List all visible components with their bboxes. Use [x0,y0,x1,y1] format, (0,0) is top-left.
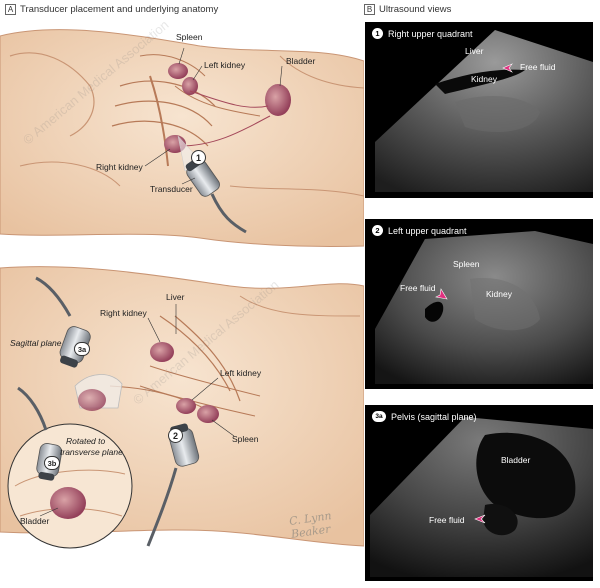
us3a-title-text: Pelvis (sagittal plane) [391,411,477,422]
ultrasound-view-1: 1 Right upper quadrant Liver Kidney Free… [365,22,593,198]
label-spleen-bottom: Spleen [232,434,259,444]
ultrasound-view-2: 2 Left upper quadrant Spleen Kidney Free… [365,219,593,389]
transducer-number-2: 2 [168,428,183,443]
transducer-number-3b: 3b [44,456,60,470]
ultrasound-image-1 [375,30,593,192]
panel-b-title: Ultrasound views [379,4,452,15]
us3a-number: 3a [372,411,386,422]
label-spleen-top: Spleen [176,32,203,42]
label-bladder-top: Bladder [286,56,316,66]
label-transducer: Transducer [150,184,193,194]
us2-label-free-fluid: Free fluid [400,283,436,293]
transducer-number-1: 1 [191,150,206,165]
us2-number: 2 [372,225,383,236]
us3a-label-bladder: Bladder [501,455,531,465]
top-body [0,29,364,248]
us2-title-text: Left upper quadrant [388,225,467,236]
us2-label-kidney: Kidney [486,289,512,299]
panel-a-letter: A [5,4,16,15]
panel-a-header: A Transducer placement and underlying an… [5,4,218,15]
us1-label-free-fluid: Free fluid [520,62,556,72]
label-sagittal-plane: Sagittal plane [10,338,62,348]
label-left-kidney-top: Left kidney [204,60,246,70]
ultrasound-image-3a [370,417,593,577]
label-right-kidney-bottom: Right kidney [100,308,147,318]
bottom-body [0,266,364,549]
us1-number: 1 [372,28,383,39]
label-rotated: Rotated to [66,436,106,446]
label-left-kidney-bottom: Left kidney [220,368,262,378]
us2-label-spleen: Spleen [453,259,480,269]
us1-title-text: Right upper quadrant [388,28,473,39]
us3a-title: 3a Pelvis (sagittal plane) [372,411,477,422]
label-liver: Liver [166,292,185,302]
panel-b-letter: B [364,4,375,15]
label-transverse-plane: transverse plane [60,447,123,457]
us3a-label-free-fluid: Free fluid [429,515,465,525]
label-right-kidney-top: Right kidney [96,162,143,172]
ultrasound-view-3a: 3a Pelvis (sagittal plane) Bladder Free … [365,405,593,581]
transducer-number-3a: 3a [74,342,90,356]
panel-a-title: Transducer placement and underlying anat… [20,4,219,15]
anatomy-drawing [0,29,364,549]
us1-title: 1 Right upper quadrant [372,28,473,39]
ultrasound-image-2 [375,231,593,384]
anatomy-illustration: Spleen Left kidney Bladder Right kidney … [0,16,364,588]
us2-title: 2 Left upper quadrant [372,225,467,236]
us1-label-kidney: Kidney [471,74,497,84]
us1-label-liver: Liver [465,46,484,56]
panel-b-header: B Ultrasound views [364,4,451,15]
label-bladder-inset: Bladder [20,516,50,526]
